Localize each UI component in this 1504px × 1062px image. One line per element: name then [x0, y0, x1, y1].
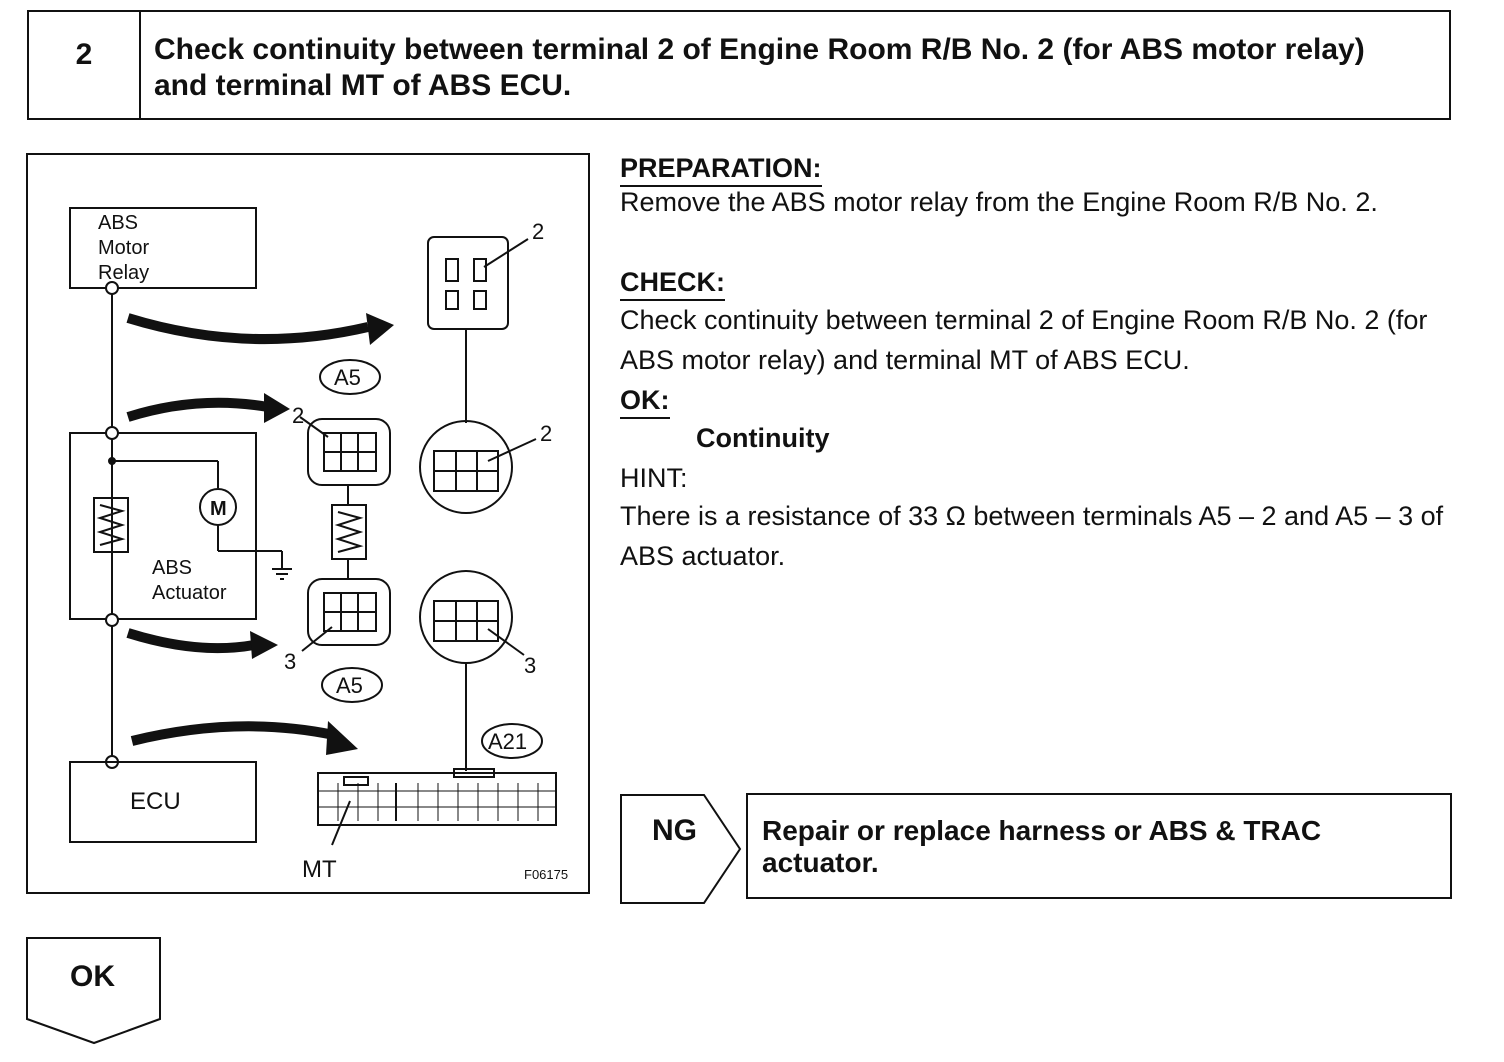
relay-label-3: Relay — [98, 262, 149, 284]
terminal-mt: MT — [302, 856, 337, 883]
ng-arrow-icon — [620, 794, 742, 904]
a5-bottom-tag — [321, 667, 383, 703]
preparation-text: Remove the ABS motor relay from the Engi… — [620, 187, 1378, 217]
hint-heading: HINT: — [620, 463, 688, 493]
a5-top-tag — [319, 359, 381, 395]
arrow-a5-top-icon — [126, 397, 269, 422]
wiring-diagram-svg: ABS Motor Relay M ABS Actuator ECU — [69, 207, 568, 883]
arrow-relay-icon — [126, 313, 370, 345]
node-relay — [105, 281, 119, 295]
connector-a5-top: A5 — [334, 365, 361, 390]
node-actuator-bottom — [105, 613, 119, 627]
ecu-box — [69, 761, 257, 843]
step-title: Check continuity between terminal 2 of E… — [154, 33, 1365, 102]
terminal-3-a5-right: 3 — [524, 653, 536, 678]
step-number: 2 — [29, 12, 141, 118]
motor-symbol: M — [210, 498, 227, 520]
relay-socket — [427, 236, 509, 330]
relay-label-1: ABS — [98, 212, 138, 234]
ok-arrow-icon — [26, 937, 161, 1045]
hint-text: There is a resistance of 33 Ω between te… — [620, 501, 1444, 571]
ok-heading: OK: — [620, 380, 1470, 420]
connector-a21: A21 — [488, 729, 527, 754]
connector-a5-bottom: A5 — [336, 673, 363, 698]
ng-label: NG — [652, 814, 697, 847]
arrow-a5-bottom-icon — [126, 628, 255, 654]
ok-label: OK — [70, 960, 115, 993]
preparation-heading: PREPARATION: — [620, 148, 1470, 188]
ok-value: Continuity — [696, 423, 830, 453]
terminal-3-a5-left: 3 — [284, 649, 296, 674]
check-text: Check continuity between terminal 2 of E… — [620, 305, 1428, 375]
a5-bottom-connector — [307, 578, 391, 646]
harness-connector-top — [419, 420, 513, 514]
ng-action-text: Repair or replace harness or ABS & TRAC … — [762, 815, 1322, 878]
figure-code: F06175 — [524, 867, 568, 882]
actuator-resistor — [93, 497, 129, 553]
node-actuator-top — [105, 426, 119, 440]
a21-tag — [481, 723, 543, 759]
step-header: 2 Check continuity between terminal 2 of… — [27, 10, 1451, 120]
terminal-2-relay: 2 — [532, 219, 544, 244]
motor-relay-box — [69, 207, 257, 289]
relay-label-2: Motor — [98, 237, 149, 259]
arrow-ecu-icon — [130, 721, 336, 746]
ecu-label: ECU — [130, 788, 181, 815]
check-heading: CHECK: — [620, 262, 1470, 302]
actuator-label-1: ABS — [152, 557, 192, 579]
terminal-2-a5-left: 2 — [292, 403, 304, 428]
actuator-label-2: Actuator — [152, 582, 227, 604]
ng-action-box: Repair or replace harness or ABS & TRAC … — [746, 793, 1452, 899]
resistor-zigzag — [96, 504, 126, 546]
terminal-2-a5-right: 2 — [540, 421, 552, 446]
wiring-diagram: ABS Motor Relay M ABS Actuator ECU — [26, 153, 590, 894]
ecu-connector — [317, 772, 557, 826]
actuator-box — [69, 432, 257, 620]
